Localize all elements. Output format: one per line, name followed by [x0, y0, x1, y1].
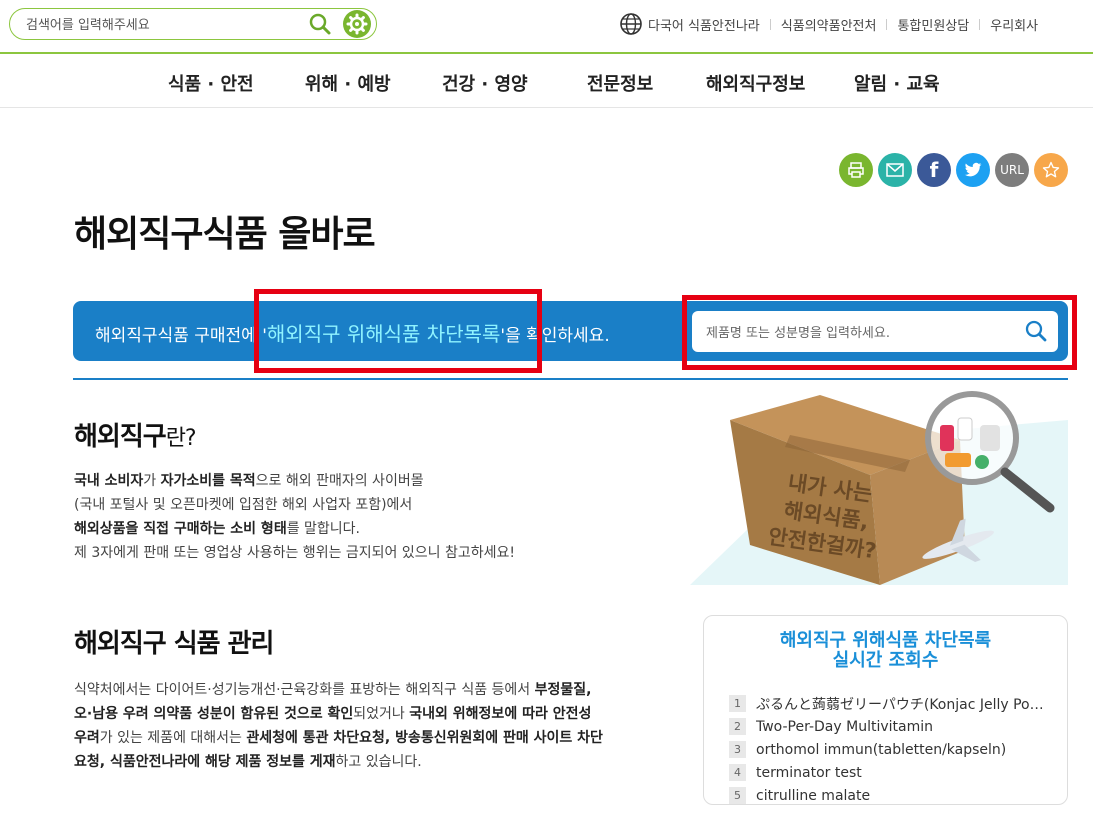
twitter-icon[interactable]	[956, 153, 990, 187]
highlight-annotation-box	[254, 289, 542, 373]
nav-food-safety[interactable]: 식품 · 안전	[168, 74, 254, 95]
header-divider	[0, 52, 1093, 54]
management-line-1: 식약처에서는 다이어트·성기능개선·근육강화를 표방하는 해외직구 식품 등에서…	[74, 678, 644, 702]
bold-text: 해외상품을 직접 구매하는 소비 형태	[74, 521, 287, 537]
rank-number: 3	[729, 741, 746, 758]
divider	[769, 18, 771, 30]
star-icon[interactable]	[1034, 153, 1068, 187]
rank-item-name: orthomol immun(tabletten/kapseln)	[756, 741, 1007, 758]
banner-text-post: '을 확인하세요.	[500, 326, 610, 346]
nav-expert-info[interactable]: 전문정보	[587, 74, 654, 95]
blocklist-search-input[interactable]	[704, 322, 1018, 344]
util-link-multilang[interactable]: 다국어 식품안전나라	[648, 18, 760, 34]
util-link-civil-service[interactable]: 통합민원상담	[897, 18, 970, 34]
section-divider	[73, 378, 1068, 380]
banner-text: 해외직구식품 구매전에 '해외직구 위해식품 차단목록'을 확인하세요.	[95, 318, 610, 347]
search-annotation-box	[682, 295, 1077, 370]
bold-text: 우려	[74, 730, 100, 746]
ranking-list: 1 ぷるんと蒟蒻ゼリーパウチ(Konjac Jelly Pouch) 2 Two-P…	[729, 692, 1049, 807]
rank-item-name: ぷるんと蒟蒻ゼリーパウチ(Konjac Jelly Pouch)	[756, 696, 1049, 713]
util-link-our-company[interactable]: 우리회사	[990, 18, 1039, 34]
print-icon[interactable]	[839, 153, 873, 187]
text: 으로 해외 판매자의 사이버몰	[255, 473, 424, 489]
global-search-box	[9, 8, 377, 40]
rank-number: 2	[729, 718, 746, 735]
management-line-4: 요청, 식품안전나라에 해당 제품 정보를 게재하고 있습니다.	[74, 750, 644, 774]
bold-text: 국내외 위해정보에 따라 안전성	[409, 706, 592, 722]
definition-line-3: 해외상품을 직접 구매하는 소비 형태를 말합니다.	[74, 517, 634, 541]
text: 식약처에서는 다이어트·성기능개선·근육강화를 표방하는 해외직구 식품 등에서	[74, 682, 535, 698]
definition-line-4: 제 3자에게 판매 또는 영업상 사용하는 행위는 금지되어 있으니 참고하세요…	[74, 545, 515, 561]
text: 가	[143, 473, 161, 489]
email-icon[interactable]	[878, 153, 912, 187]
list-item[interactable]: 1 ぷるんと蒟蒻ゼリーパウチ(Konjac Jelly Pouch)	[729, 692, 1049, 715]
util-link-mfds[interactable]: 식품의약품안전처	[780, 18, 877, 34]
management-paragraph: 식약처에서는 다이어트·성기능개선·근육강화를 표방하는 해외직구 식품 등에서…	[74, 678, 644, 774]
text: 가 있는 제품에 대해서는	[99, 730, 247, 746]
divider	[979, 18, 981, 30]
gear-icon[interactable]	[343, 10, 371, 38]
bold-text: 관세청에 통관 차단요청, 방송통신위원회에 판매 사이트 차단	[246, 730, 603, 746]
section-title-main: 해외직구	[74, 422, 167, 452]
definition-line-2: (국내 포털사 및 오픈마켓에 입점한 해외 사업자 포함)에서	[74, 497, 413, 513]
section-title-overseas-purchase: 해외직구란?	[74, 416, 197, 453]
ranking-title-line-1: 해외직구 위해식품 차단목록	[779, 630, 992, 651]
utility-nav: 다국어 식품안전나라 식품의약품안전처 통합민원상담 우리회사	[619, 12, 1038, 36]
rank-number: 4	[729, 764, 746, 781]
global-search-input[interactable]	[24, 14, 308, 36]
rank-item-name: Two-Per-Day Multivitamin	[756, 718, 933, 735]
list-item[interactable]: 4 terminator test	[729, 761, 1049, 784]
nav-health-nutrition[interactable]: 건강 · 영양	[442, 74, 528, 95]
definition-line-1: 국내 소비자가 자가소비를 목적으로 해외 판매자의 사이버몰	[74, 469, 634, 493]
text: 를 말합니다.	[286, 521, 361, 537]
definition-paragraph: 국내 소비자가 자가소비를 목적으로 해외 판매자의 사이버몰 (국내 포털사 …	[74, 469, 634, 565]
divider	[886, 18, 888, 30]
bold-text: 부정물질,	[534, 682, 592, 698]
box-illustration: 내가 사는 해외식품, 안전한걸까?	[503, 373, 1068, 585]
blocklist-search-box	[692, 311, 1058, 352]
globe-icon	[619, 12, 643, 36]
ranking-title: 해외직구 위해식품 차단목록 실시간 조회수	[704, 631, 1067, 671]
management-line-2: 오·남용 우려 의약품 성분이 함유된 것으로 확인되었거나 국내외 위해정보에…	[74, 702, 644, 726]
page-title: 해외직구식품 올바로	[74, 214, 376, 255]
url-copy-button[interactable]: URL	[995, 153, 1029, 187]
main-nav: 식품 · 안전 위해 · 예방 건강 · 영양 전문정보 해외직구정보 알림 ·…	[0, 54, 1093, 108]
rank-item-name: citrulline malate	[756, 787, 871, 804]
rank-item-name: terminator test	[756, 764, 862, 781]
bold-text: 자가소비를 목적	[160, 473, 256, 489]
facebook-icon[interactable]: f	[917, 153, 951, 187]
banner-text-pre: 해외직구식품 구매전에 '	[95, 326, 267, 346]
text: 하고 있습니다.	[335, 754, 422, 770]
bold-text: 국내 소비자	[74, 473, 144, 489]
nav-overseas-purchase[interactable]: 해외직구정보	[706, 74, 806, 95]
list-item[interactable]: 2 Two-Per-Day Multivitamin	[729, 715, 1049, 738]
nav-hazard-prevention[interactable]: 위해 · 예방	[305, 74, 391, 95]
list-item[interactable]: 5 citrulline malate	[729, 784, 1049, 807]
section-title-food-management: 해외직구 식품 관리	[74, 629, 274, 659]
banner-highlight[interactable]: 해외직구 위해식품 차단목록	[266, 322, 501, 346]
text: 되었거나	[353, 706, 410, 722]
search-icon[interactable]	[308, 12, 332, 36]
bold-text: 오·남용 우려 의약품 성분이 함유된 것으로 확인	[74, 706, 354, 722]
management-line-3: 우려가 있는 제품에 대해서는 관세청에 통관 차단요청, 방송통신위원회에 판…	[74, 726, 644, 750]
rank-number: 1	[729, 695, 746, 712]
nav-notice-education[interactable]: 알림 · 교육	[854, 74, 940, 95]
ranking-title-line-2: 실시간 조회수	[832, 650, 939, 671]
list-item[interactable]: 3 orthomol immun(tabletten/kapseln)	[729, 738, 1049, 761]
section-title-suffix: 란?	[165, 426, 197, 451]
search-icon[interactable]	[1024, 319, 1048, 343]
realtime-ranking-box: 해외직구 위해식품 차단목록 실시간 조회수 1 ぷるんと蒟蒻ゼリーパウチ(Kon…	[703, 615, 1068, 805]
bold-text: 요청, 식품안전나라에 해당 제품 정보를 게재	[74, 754, 336, 770]
rank-number: 5	[729, 787, 746, 804]
